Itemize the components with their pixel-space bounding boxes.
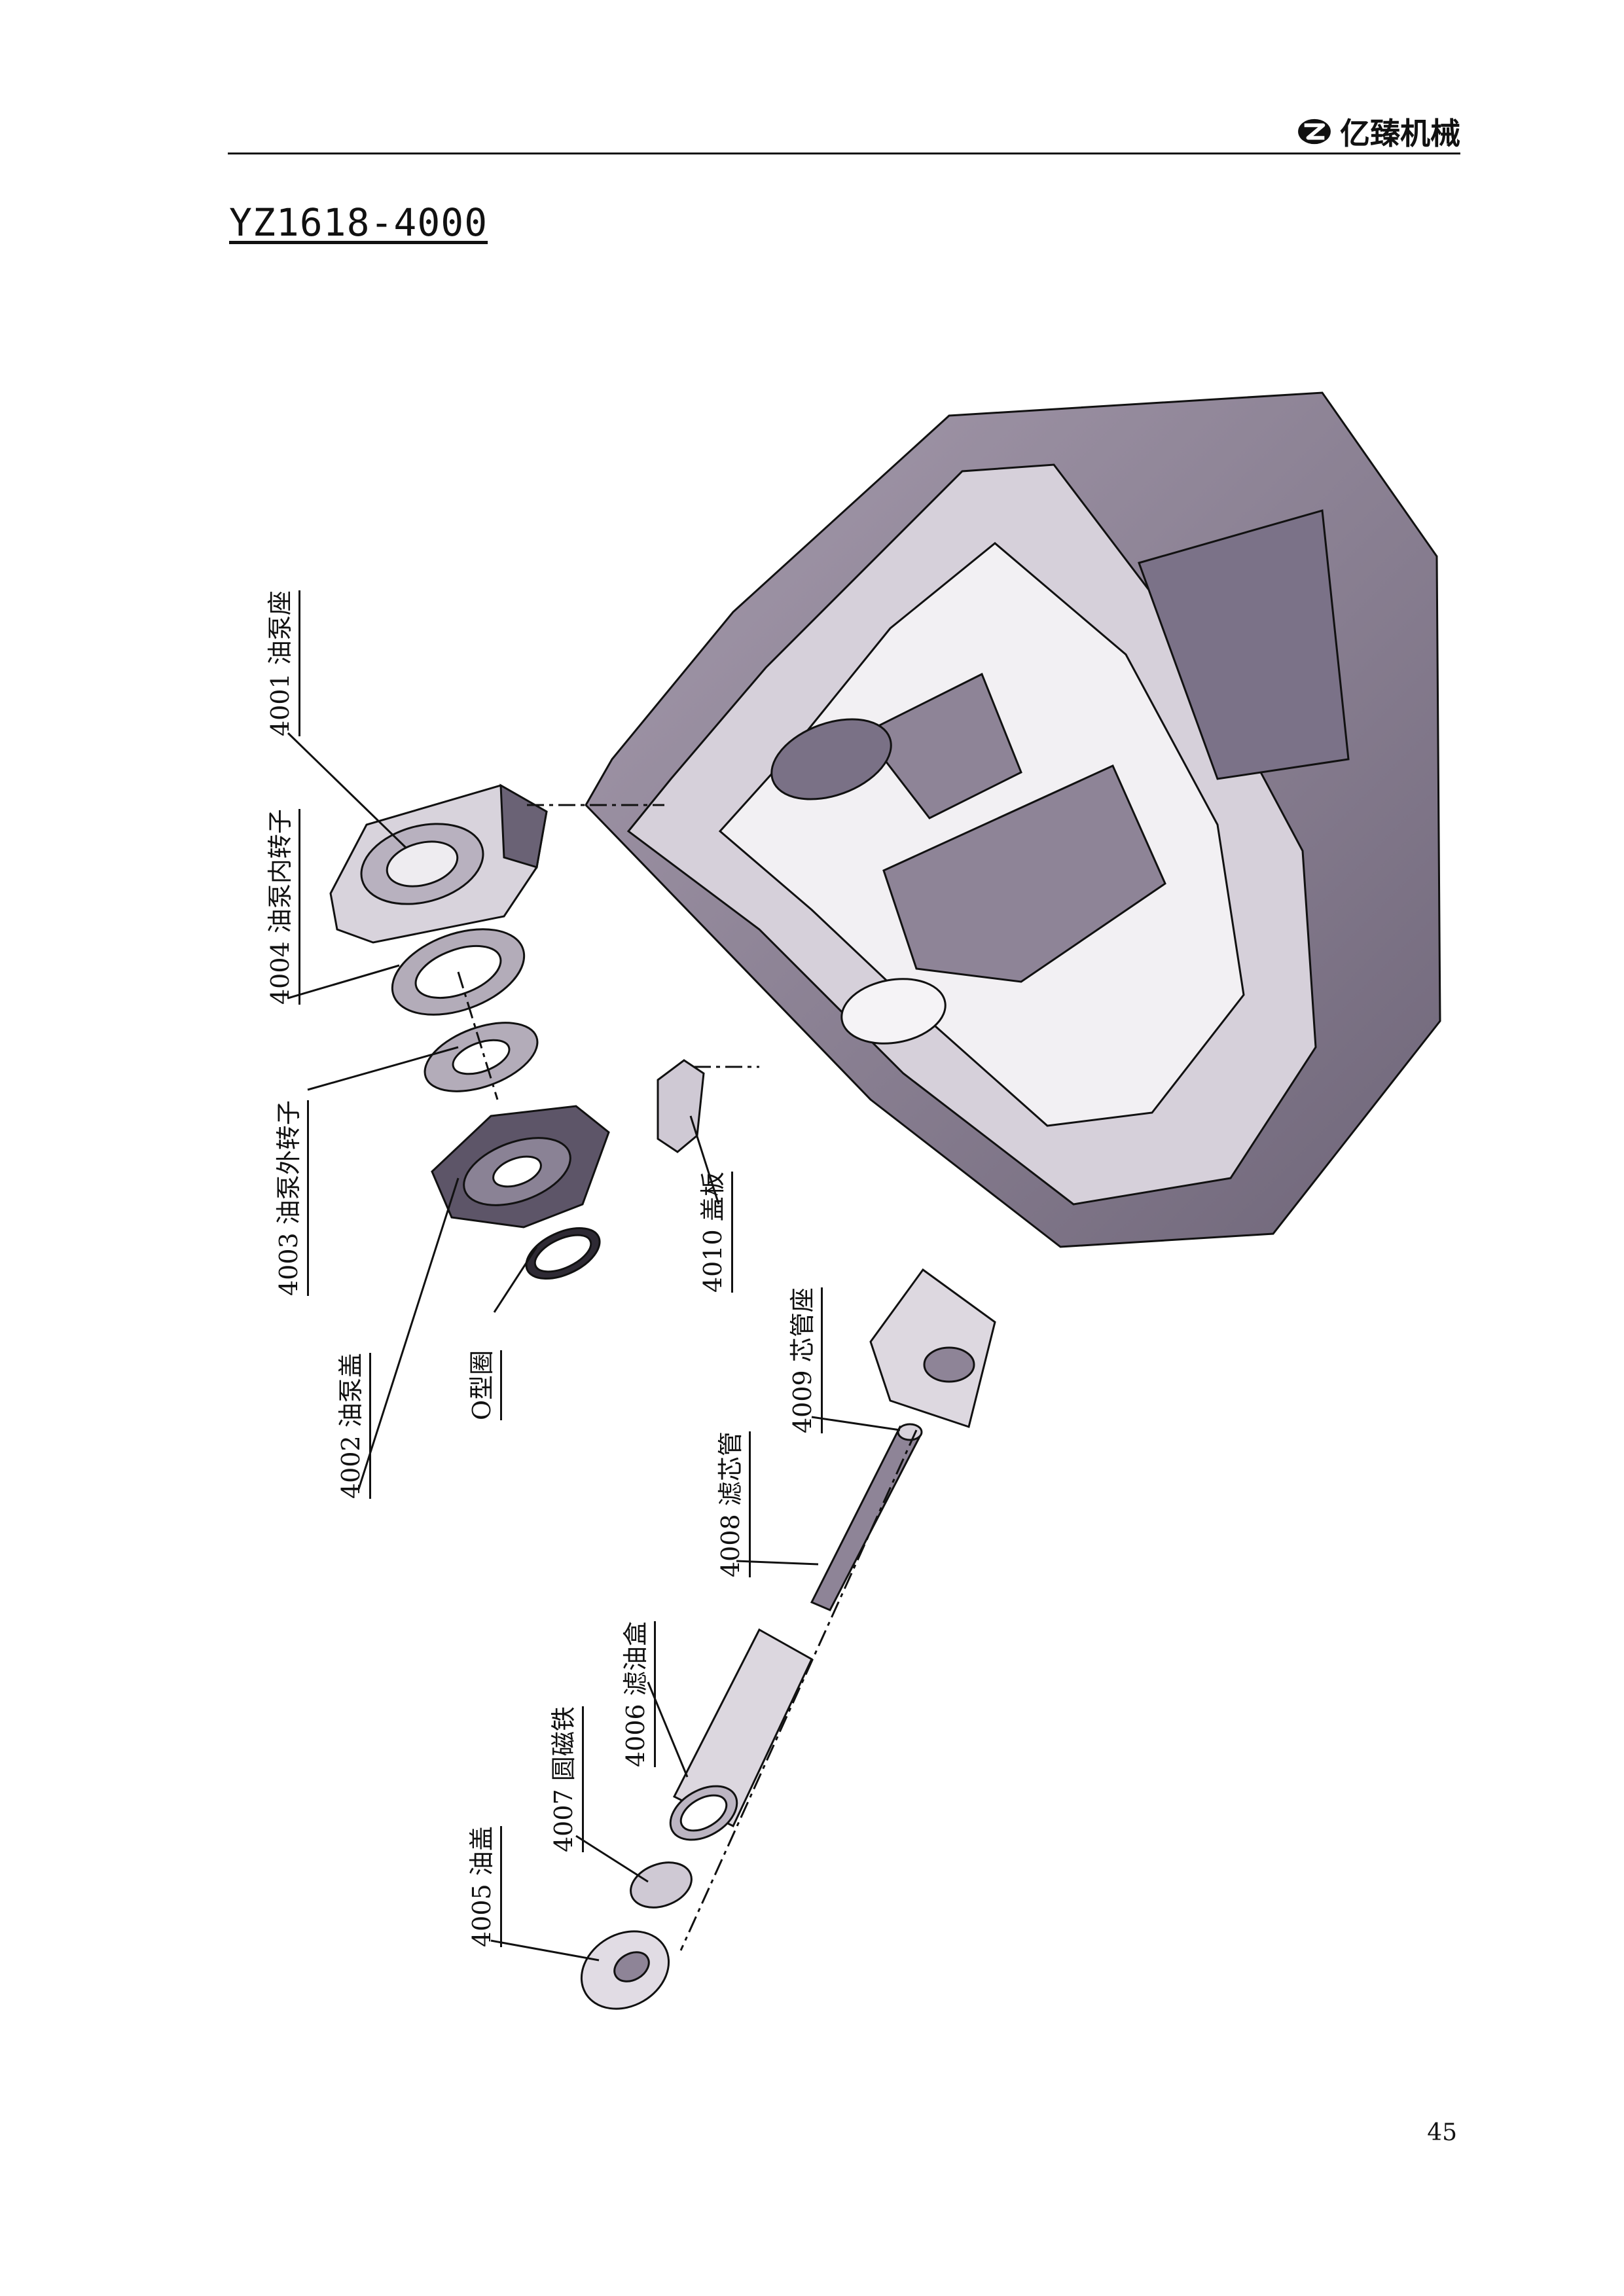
part-4007-round-magnet: [630, 1861, 693, 1909]
part-4005-oil-cap: [580, 1930, 670, 2010]
yizhen-logo-icon: [1298, 118, 1331, 145]
label-4010: 4010 盖板: [693, 1172, 733, 1293]
leader-lines: [287, 732, 901, 1962]
assembly-axis-lines: [457, 804, 918, 1951]
label-4003: 4003 油泵外转子: [268, 1100, 309, 1296]
part-4001-oil-pump-seat: [329, 783, 548, 944]
label-4001: 4001 油泵座: [260, 590, 300, 736]
label-4004: 4004 油泵内转子: [260, 809, 300, 1005]
label-4008: 4008 滤芯管: [710, 1431, 751, 1577]
label-4006: 4006 滤油盒: [615, 1621, 656, 1767]
part-4003-oil-pump-outer-rotor: [424, 1022, 539, 1092]
header-rule: [228, 152, 1460, 154]
brand: 亿臻机械: [1295, 110, 1460, 153]
gearbox-housing: [585, 391, 1441, 1428]
part-4006-filter-box: [669, 1628, 813, 1841]
brand-name: 亿臻机械: [1340, 116, 1460, 151]
label-4002: 4002 油泵盖: [331, 1353, 371, 1499]
document-code: YZ1618-4000: [229, 200, 488, 245]
label-4009: 4009 芯管座: [782, 1287, 823, 1433]
label-4007: 4007 圆磁铁: [543, 1706, 584, 1852]
label-4005: 4005 油盖: [461, 1826, 502, 1947]
label-o-ring: O型圈: [461, 1350, 502, 1420]
page-number: 45: [1427, 2119, 1457, 2146]
part-o-ring: [525, 1227, 601, 1280]
part-4002-oil-pump-cover: [431, 1105, 610, 1229]
part-4008-filter-pipe: [810, 1423, 923, 1611]
